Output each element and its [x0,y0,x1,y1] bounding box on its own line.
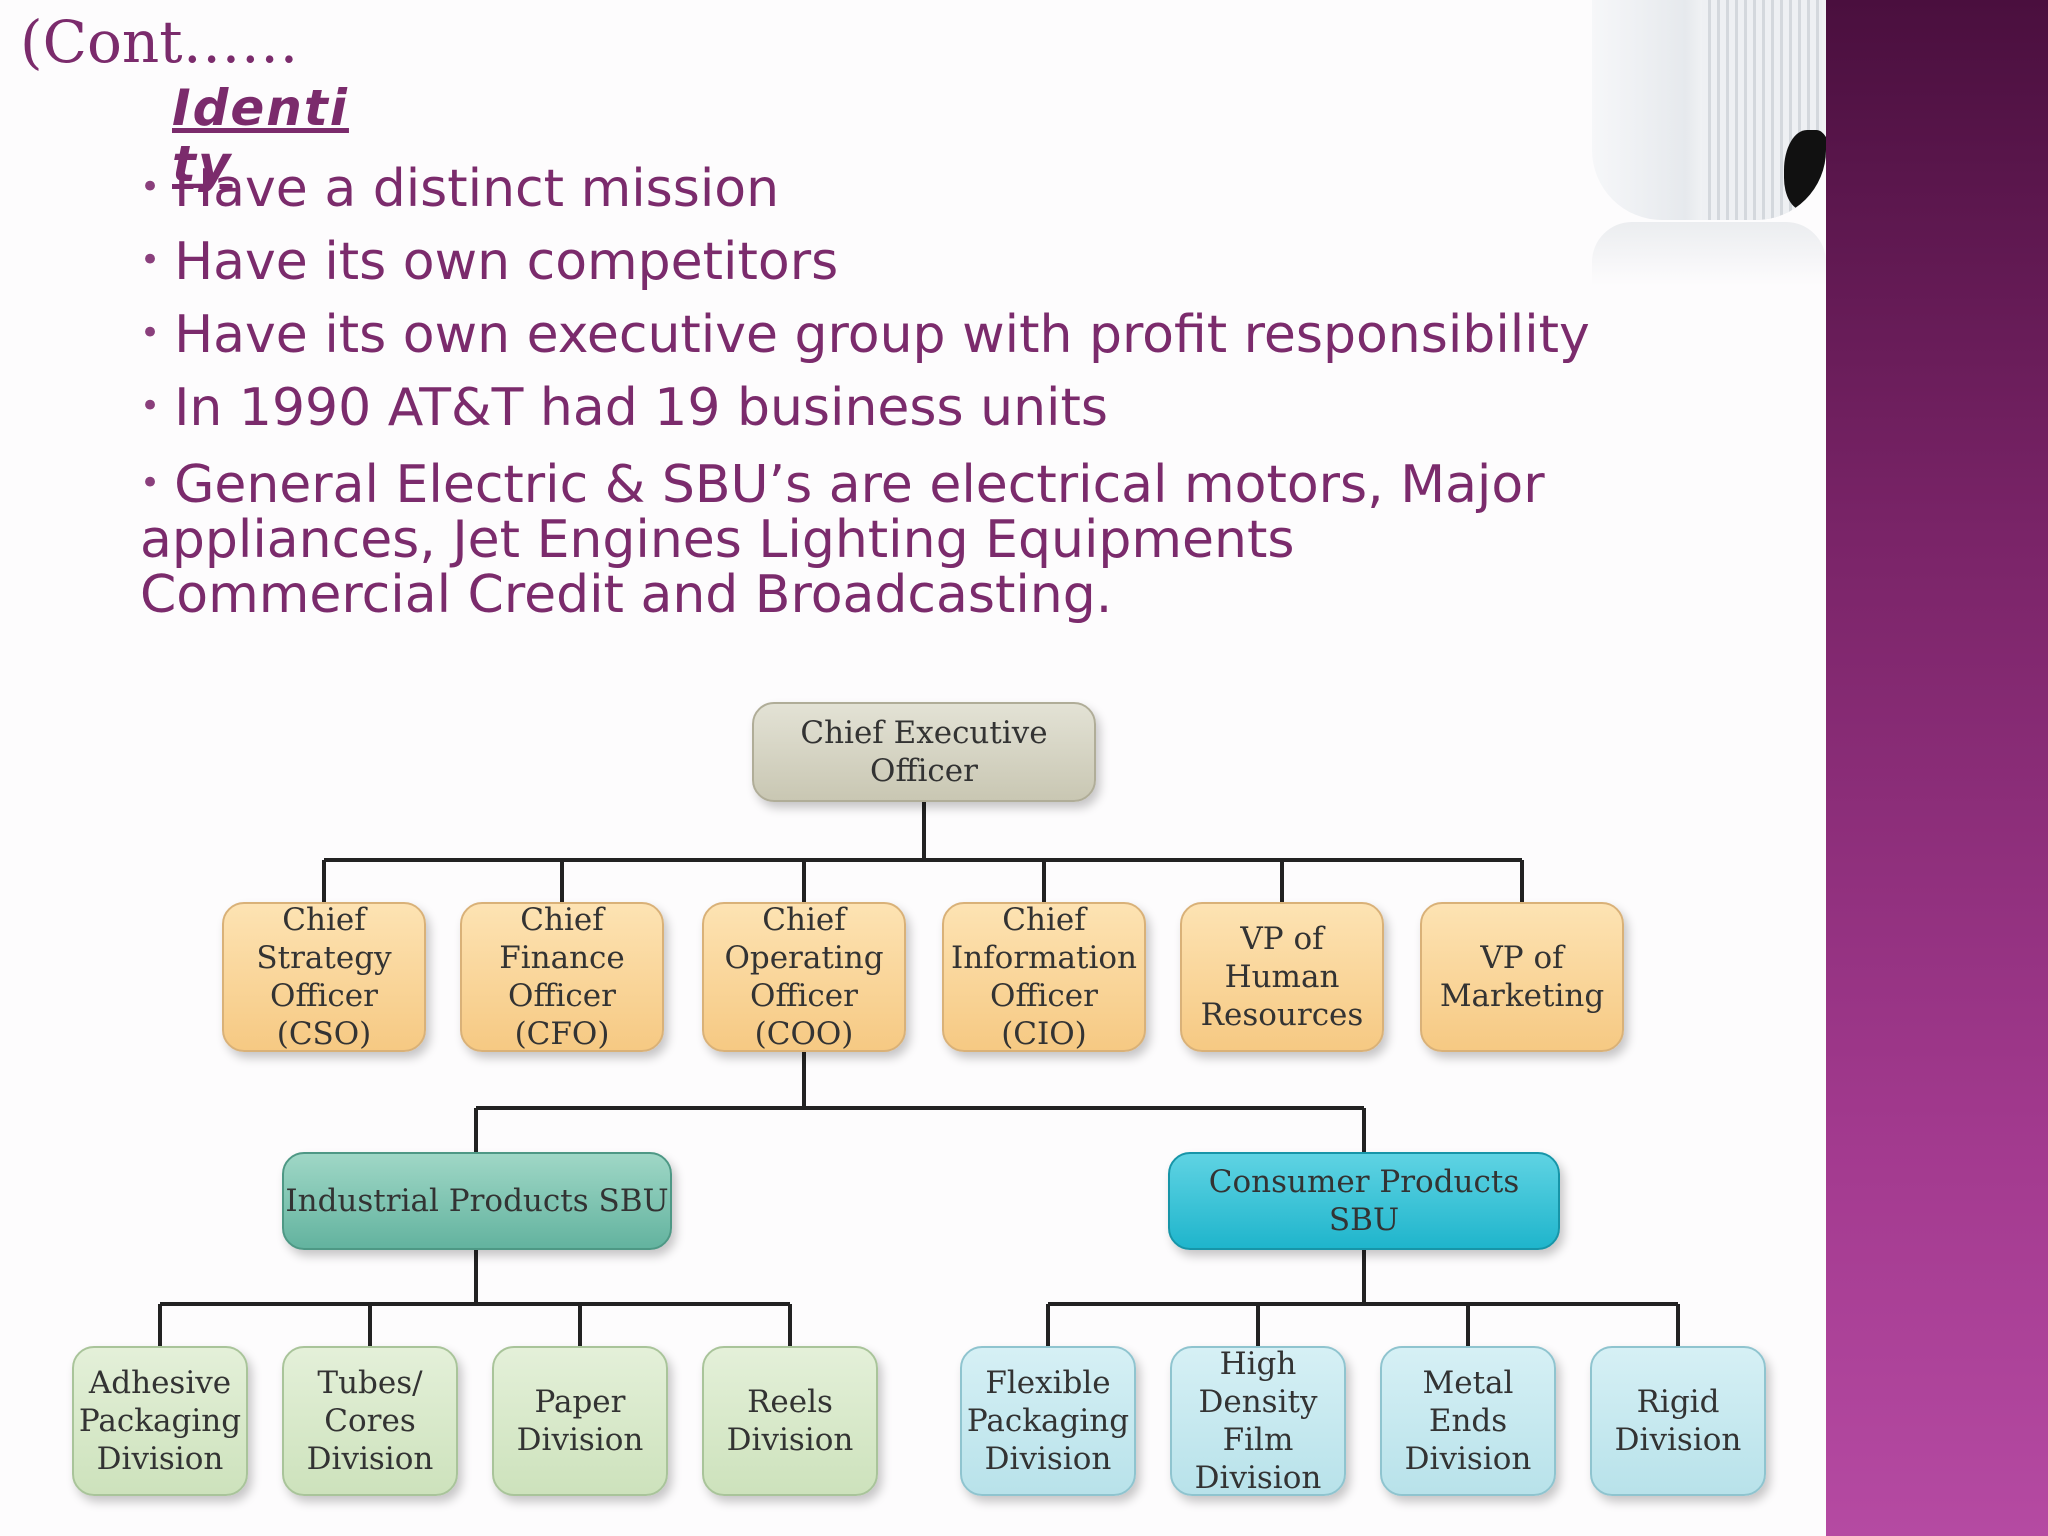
bullet-marker: • [140,240,161,280]
division-box-tubes-cores: Tubes/ Cores Division [282,1346,458,1496]
bullet-item: • Have its own competitors [140,225,1600,298]
division-box-adhesive-packaging: Adhesive Packaging Division [72,1346,248,1496]
continued-label: (Cont…… [20,8,299,76]
exec-box-cso: Chief Strategy Officer (CSO) [222,902,426,1052]
org-chart-connectors [158,802,1680,1346]
bullet-marker: • [140,386,161,426]
identity-heading-line-1: Identi [172,79,349,137]
silhouette [1784,130,1826,210]
bullet-text: In 1990 AT&T had 19 business units [174,378,1108,438]
industrial-products-sbu-box: Industrial Products SBU [282,1152,672,1250]
identity-heading-line-2: ty [172,135,233,193]
bullet-item: • Have a distinct mission [140,152,1600,225]
bullet-text: Have its own executive group with profit… [174,305,1590,365]
photo-reflection [1592,222,1826,286]
bullet-marker: • [140,313,161,353]
bullet-marker: • [140,463,161,503]
exec-box-vp-hr: VP of Human Resources [1180,902,1384,1052]
exec-box-cio: Chief Information Officer (CIO) [942,902,1146,1052]
identity-heading: Identi ty [172,80,349,192]
bullet-item: • In 1990 AT&T had 19 business units [140,371,1600,444]
exec-box-cfo: Chief Finance Officer (CFO) [460,902,664,1052]
division-box-paper: Paper Division [492,1346,668,1496]
bullet-text: Have its own competitors [174,232,839,292]
ceo-box: Chief Executive Officer [752,702,1096,802]
consumer-products-sbu-box: Consumer Products SBU [1168,1152,1560,1250]
bullet-marker: • [140,167,161,207]
bullet-list: • Have a distinct mission • Have its own c… [140,152,1600,623]
office-window-photo [1592,0,1826,220]
decorative-side-band [1826,0,2048,1536]
bullet-text: Have a distinct mission [174,159,780,219]
division-box-high-density-film: High Density Film Division [1170,1346,1346,1496]
bullet-item: • Have its own executive group with profi… [140,298,1600,371]
exec-box-vp-marketing: VP of Marketing [1420,902,1624,1052]
division-box-flexible-packaging: Flexible Packaging Division [960,1346,1136,1496]
exec-box-coo: Chief Operating Officer (COO) [702,902,906,1052]
bullet-text: General Electric & SBU’s are electrical … [140,455,1545,625]
bullet-item: •General Electric & SBU’s are electrical… [140,456,1600,623]
division-box-metal-ends: Metal Ends Division [1380,1346,1556,1496]
org-chart: Chief Executive Officer Chief Strategy O… [60,668,1772,1536]
division-box-reels: Reels Division [702,1346,878,1496]
division-box-rigid: Rigid Division [1590,1346,1766,1496]
